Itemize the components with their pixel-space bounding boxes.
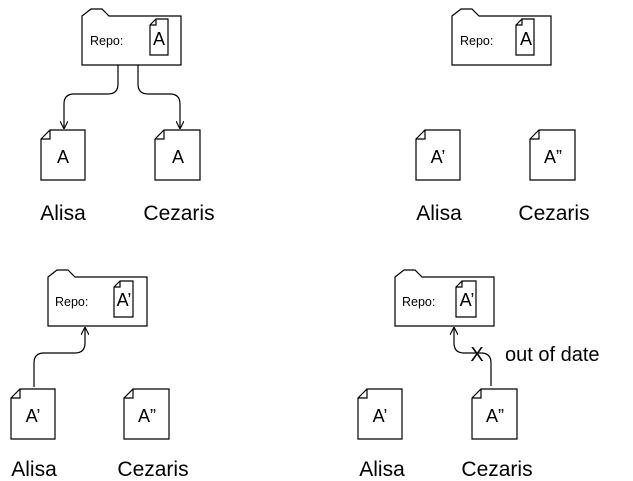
document-label: A [172, 147, 184, 167]
panel-1: Repo: A A Alisa A Cezaris [40, 8, 215, 225]
document-label: A’ [431, 147, 446, 167]
document-label: A” [544, 147, 562, 167]
commit-arrow-alisa [33, 328, 85, 387]
user-name: Alisa [416, 202, 462, 225]
cezaris-workspace: A” Cezaris [461, 388, 533, 481]
panel-4: Repo: A’ X out of date A’ Alisa A” Cezar… [357, 269, 600, 481]
document-label: A’ [26, 406, 41, 426]
alisa-workspace: A’ Alisa [415, 129, 462, 225]
out-of-date-note: out of date [505, 344, 600, 366]
document-label: A” [486, 406, 504, 426]
repo-document-label: A’ [460, 290, 475, 310]
rejected-mark: X [470, 344, 483, 366]
document-icon [471, 388, 518, 440]
user-name: Cezaris [461, 458, 532, 481]
document-icon [154, 129, 201, 181]
document-label: A [57, 147, 69, 167]
repo-folder: Repo: A [81, 8, 182, 66]
repo-folder: Repo: A [451, 8, 552, 66]
rejected-commit-arrow [454, 328, 492, 386]
repo-label: Repo: [55, 295, 88, 309]
checkout-arrow-cezaris [137, 65, 180, 128]
document-icon [113, 280, 134, 318]
repo-label: Repo: [90, 34, 123, 48]
alisa-workspace: A’ Alisa [10, 388, 57, 481]
repo-folder: Repo: A’ [394, 269, 495, 327]
document-icon [149, 18, 169, 56]
repo-document-label: A’ [117, 290, 132, 310]
user-name: Alisa [359, 458, 405, 481]
cezaris-workspace: A” Cezaris [117, 388, 189, 481]
checkout-arrow-alisa [64, 65, 119, 128]
repo-label: Repo: [402, 295, 435, 309]
document-icon [40, 129, 86, 181]
document-label: A” [138, 406, 156, 426]
panel-2: Repo: A A’ Alisa A” Cezaris [415, 8, 590, 225]
repo-document-label: A [520, 29, 532, 49]
document-label: A’ [373, 406, 388, 426]
cezaris-workspace: A” Cezaris [518, 129, 590, 225]
cezaris-workspace: A Cezaris [143, 129, 215, 225]
repo-document-label: A [153, 29, 165, 49]
document-icon [10, 388, 56, 440]
user-name: Alisa [40, 202, 86, 225]
user-name: Alisa [11, 458, 57, 481]
document-icon [415, 129, 461, 181]
repo-label: Repo: [460, 34, 493, 48]
user-name: Cezaris [117, 458, 188, 481]
document-icon [515, 18, 535, 56]
document-icon [357, 388, 403, 440]
alisa-workspace: A Alisa [40, 129, 86, 225]
alisa-workspace: A’ Alisa [357, 388, 405, 481]
document-icon [529, 129, 576, 181]
user-name: Cezaris [143, 202, 214, 225]
repo-folder: Repo: A’ [47, 269, 148, 327]
user-name: Cezaris [518, 202, 589, 225]
document-icon [455, 280, 477, 318]
document-icon [123, 388, 170, 440]
panel-3: Repo: A’ A’ Alisa A” Cezaris [10, 269, 189, 481]
